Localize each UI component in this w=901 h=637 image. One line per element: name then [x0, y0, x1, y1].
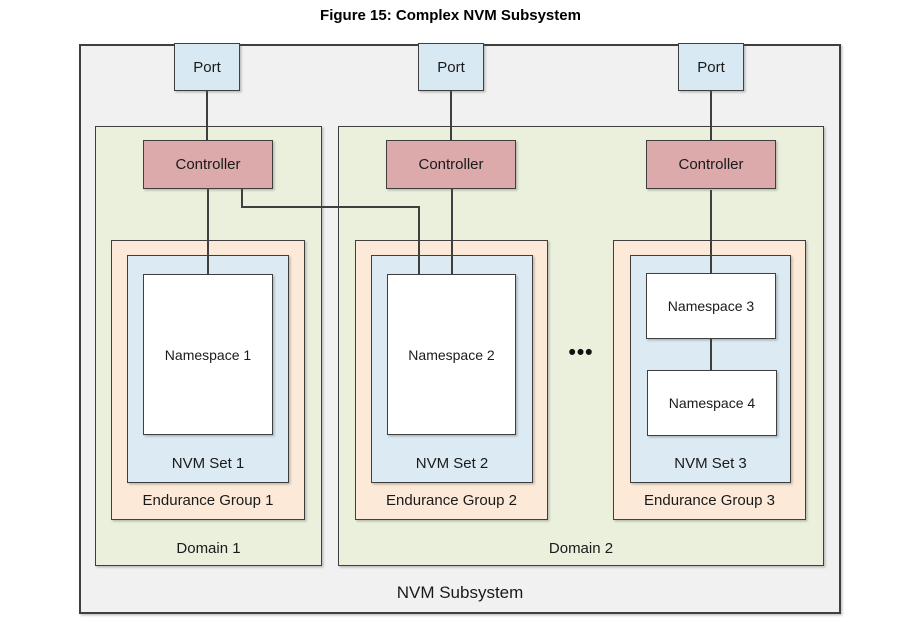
namespace-1-box: Namespace 1	[143, 274, 273, 435]
namespace-3-box: Namespace 3	[646, 273, 776, 339]
connector-port1-controller1	[206, 91, 208, 141]
nvm-set-3-label: NVM Set 3	[674, 455, 747, 472]
controller-1-box: Controller	[143, 140, 273, 189]
connector-port2-controller2	[450, 91, 452, 141]
connector-namespace3-namespace4	[710, 339, 712, 371]
controller-3-box: Controller	[646, 140, 776, 189]
namespace-4-box: Namespace 4	[647, 370, 777, 436]
connector-controller3-namespace3	[710, 190, 712, 274]
port-3-box: Port	[678, 43, 744, 91]
ellipsis-more-groups: •••	[568, 341, 594, 364]
connector-controller1-namespace1	[207, 189, 209, 275]
connector-port3-controller3	[710, 91, 712, 141]
figure-title: Figure 15: Complex NVM Subsystem	[320, 7, 581, 24]
connector-controller1-namespace2-seg2	[241, 206, 420, 208]
endurance-group-2-label: Endurance Group 2	[386, 492, 517, 509]
connector-controller2-namespace2	[451, 189, 453, 275]
endurance-group-1-label: Endurance Group 1	[142, 492, 274, 509]
connector-controller1-namespace2-seg1	[241, 189, 243, 208]
namespace-2-box: Namespace 2	[387, 274, 516, 435]
connector-controller1-namespace2-seg3	[418, 206, 420, 275]
domain-2-label: Domain 2	[548, 540, 614, 557]
port-1-box: Port	[174, 43, 240, 91]
nvm-subsystem-label: NVM Subsystem	[396, 583, 524, 602]
nvm-set-1-label: NVM Set 1	[171, 455, 245, 472]
nvm-set-2-label: NVM Set 2	[415, 455, 489, 472]
domain-1-label: Domain 1	[176, 540, 241, 557]
endurance-group-3-label: Endurance Group 3	[644, 492, 775, 509]
port-2-box: Port	[418, 43, 484, 91]
controller-2-box: Controller	[386, 140, 516, 189]
